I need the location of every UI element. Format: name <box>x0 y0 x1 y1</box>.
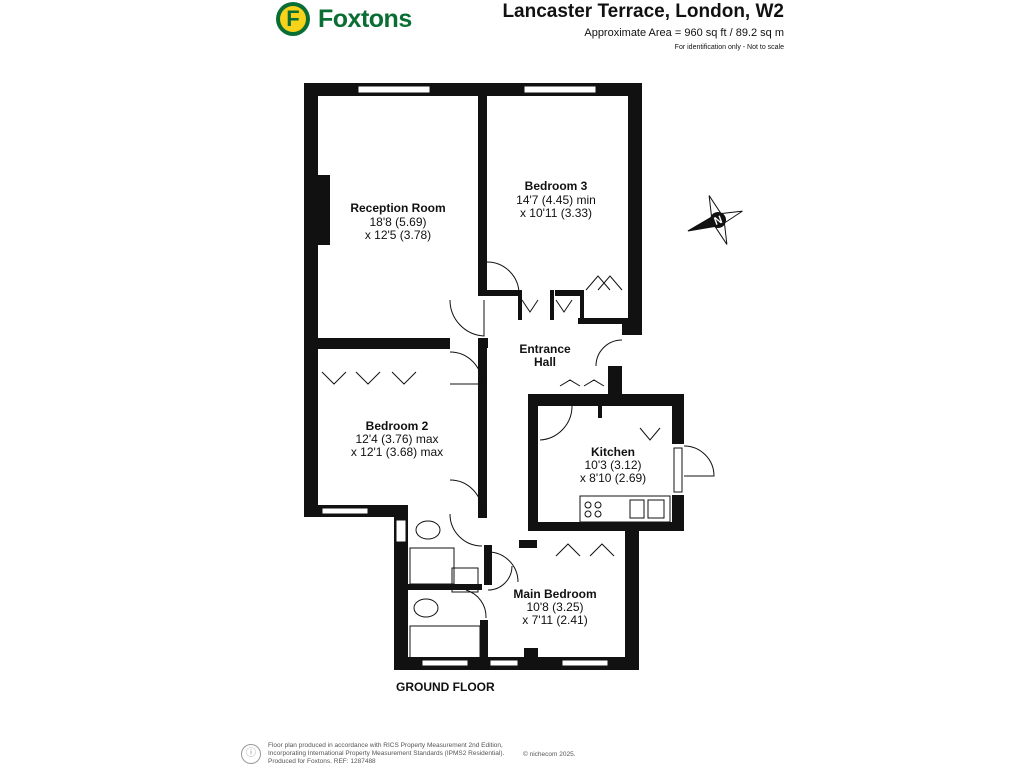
main-bedroom-dim1: 10'8 (3.25) <box>527 600 584 614</box>
brand-name: Foxtons <box>318 5 412 33</box>
windows <box>321 85 683 667</box>
floor-label: GROUND FLOOR <box>396 680 495 694</box>
fixtures <box>409 495 671 659</box>
main-bedroom-name: Main Bedroom <box>513 587 596 601</box>
info-icon: ⓘ <box>241 744 261 764</box>
room-labels: Reception Room 18'8 (5.69) x 12'5 (3.78)… <box>350 179 646 627</box>
bedroom3-name: Bedroom 3 <box>525 179 588 193</box>
reception-room-dim1: 18'8 (5.69) <box>370 215 427 229</box>
entrance-hall-name1: Entrance <box>519 342 571 356</box>
bedroom3-dim2: x 10'11 (3.33) <box>520 206 592 220</box>
copyright: © nichecom 2025. <box>523 751 576 758</box>
footer-line: Incorporating International Property Mea… <box>268 750 505 757</box>
identification-note: For identification only - Not to scale <box>674 44 784 51</box>
compass-north-label: N <box>713 214 725 228</box>
bedroom3-dim1: 14'7 (4.45) min <box>516 193 596 207</box>
kitchen-dim2: x 8'10 (2.69) <box>580 471 646 485</box>
approximate-area: Approximate Area = 960 sq ft / 89.2 sq m <box>584 27 784 39</box>
bedroom2-name: Bedroom 2 <box>366 419 429 433</box>
kitchen-dim1: 10'3 (3.12) <box>585 458 642 472</box>
footer-notes: Floor plan produced in accordance with R… <box>268 742 598 766</box>
footer-line: Floor plan produced in accordance with R… <box>268 742 503 749</box>
bedroom2-dim2: x 12'1 (3.68) max <box>351 445 443 459</box>
compass-icon: N <box>687 195 743 245</box>
reception-room-name: Reception Room <box>350 201 445 215</box>
door-swings <box>321 261 715 619</box>
bedroom2-dim1: 12'4 (3.76) max <box>356 432 439 446</box>
footer-line: Produced for Foxtons. REF: 1287488 <box>268 758 376 765</box>
kitchen-name: Kitchen <box>591 445 635 459</box>
foxtons-logo-mark: F <box>276 2 310 36</box>
entrance-hall-name2: Hall <box>534 355 556 369</box>
logo-letter: F <box>280 6 306 32</box>
reception-room-dim2: x 12'5 (3.78) <box>365 228 431 242</box>
property-title: Lancaster Terrace, London, W2 <box>502 1 784 22</box>
main-bedroom-dim2: x 7'11 (2.41) <box>522 613 587 627</box>
